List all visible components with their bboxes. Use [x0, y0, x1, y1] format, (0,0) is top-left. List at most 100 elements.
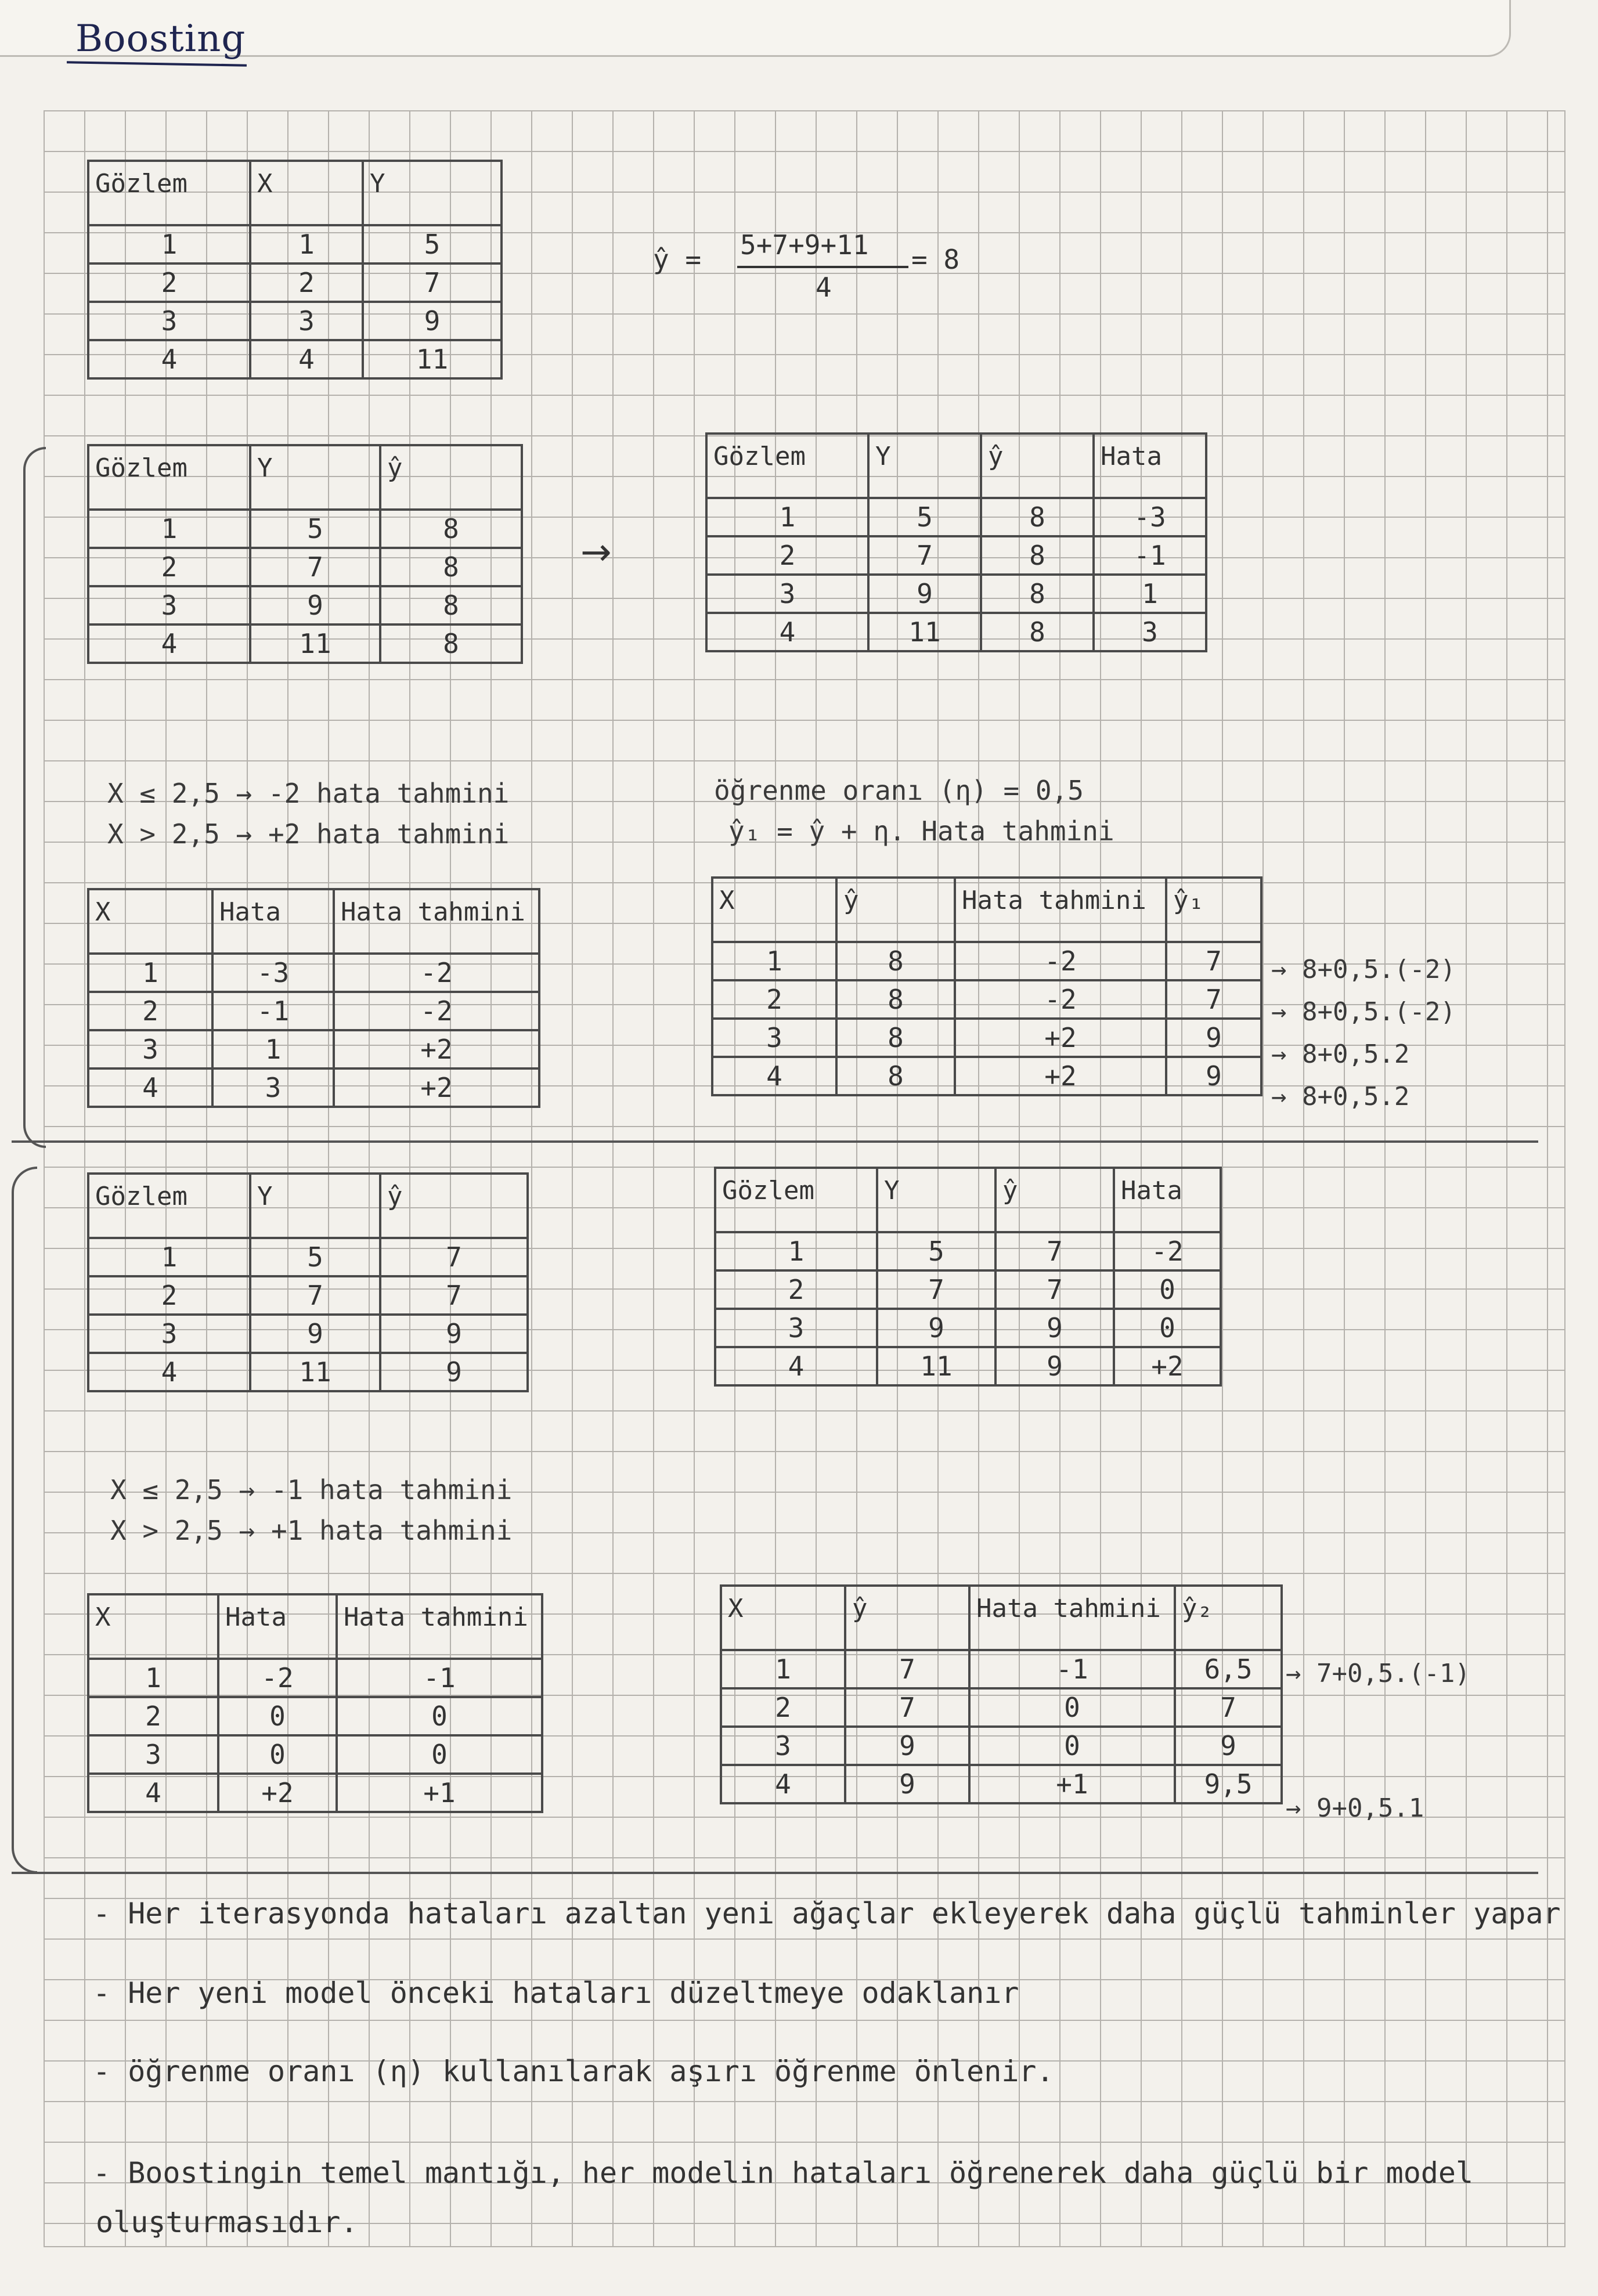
- cell: 9: [994, 1308, 1115, 1348]
- cell: 2: [87, 262, 251, 303]
- cell: 11: [249, 623, 381, 664]
- cell: 2: [249, 262, 364, 303]
- cell: 9: [379, 1313, 529, 1354]
- formula-numerator: 5+7+9+11: [740, 229, 869, 261]
- cell: 7: [249, 1275, 381, 1316]
- cell: 4: [711, 1056, 838, 1096]
- cell: 8: [980, 573, 1095, 614]
- cell: -2: [954, 979, 1167, 1020]
- calculation-line: → 8+0,5.2: [1271, 1039, 1410, 1069]
- cell: 4: [714, 1346, 878, 1387]
- header-cell: Y: [249, 1172, 381, 1239]
- header-cell: X: [720, 1584, 846, 1651]
- cell: 8: [835, 1056, 956, 1096]
- cell: 3: [211, 1067, 335, 1108]
- cell: 1: [211, 1029, 335, 1070]
- cell: 7: [994, 1231, 1115, 1272]
- cell: 0: [1113, 1308, 1222, 1348]
- header-cell: Hata: [217, 1593, 338, 1660]
- summary-bullet: - Her iterasyonda hataları azaltan yeni …: [93, 1897, 1561, 1930]
- cell: -2: [333, 991, 540, 1031]
- iteration-1-brace: [23, 447, 46, 1148]
- calculation-line: → 7+0,5.(-1): [1286, 1659, 1470, 1688]
- cell: 8: [835, 979, 956, 1020]
- cell: 9: [844, 1764, 971, 1804]
- cell: 5: [876, 1231, 997, 1272]
- cell: 8: [835, 1017, 956, 1058]
- header-cell: Y: [867, 432, 982, 499]
- cell: 1: [87, 508, 251, 549]
- formula-fraction-line: [737, 266, 908, 268]
- cell: 4: [249, 339, 364, 380]
- calculation-line: → 9+0,5.1: [1286, 1793, 1424, 1823]
- cell: 0: [968, 1687, 1176, 1728]
- cell: 1: [711, 941, 838, 981]
- cell: 11: [249, 1352, 381, 1392]
- cell: 1: [87, 224, 251, 265]
- header-cell: Hata: [1092, 432, 1207, 499]
- cell: +2: [954, 1056, 1167, 1096]
- table-header-row: Gözlem X Y: [87, 160, 503, 226]
- header-cell: X: [711, 876, 838, 943]
- table-header-row: X Hata Hata tahmini: [87, 888, 540, 955]
- header-cell: ŷ: [835, 876, 956, 943]
- cell: 5: [249, 1237, 381, 1277]
- cell: 1: [1092, 573, 1207, 614]
- header-cell: Gözlem: [87, 444, 251, 511]
- cell: 9: [379, 1352, 529, 1392]
- header-cell: Gözlem: [87, 1172, 251, 1239]
- header-cell: ŷ: [980, 432, 1095, 499]
- cell: 6,5: [1174, 1649, 1283, 1689]
- header-cell: Hata tahmini: [333, 888, 540, 955]
- cell: 3: [711, 1017, 838, 1058]
- header-cell: Y: [362, 160, 503, 226]
- cell: 11: [876, 1346, 997, 1387]
- calculation-line: → 8+0,5.(-2): [1271, 997, 1456, 1027]
- cell: -2: [1113, 1231, 1222, 1272]
- cell: 3: [1092, 612, 1207, 652]
- cell: 3: [249, 301, 364, 341]
- cell: 3: [87, 301, 251, 341]
- cell: 1: [714, 1231, 878, 1272]
- header-cell: Hata tahmini: [336, 1593, 543, 1660]
- cell: 8: [980, 535, 1095, 576]
- table-row: 1-3-2: [87, 952, 540, 993]
- iteration-2-brace: [12, 1167, 37, 1873]
- cell: 9: [867, 573, 982, 614]
- cell: 2: [87, 1696, 219, 1737]
- cell: 4: [87, 1067, 214, 1108]
- cell: 9: [1174, 1725, 1283, 1766]
- cell: +1: [968, 1764, 1176, 1804]
- cell: 8: [379, 547, 523, 587]
- header-cell: ŷ: [379, 1172, 529, 1239]
- cell: 0: [217, 1734, 338, 1775]
- cell: 7: [1174, 1687, 1283, 1728]
- summary-bullet: - Boostingin temel mantığı, her modelin …: [93, 2156, 1474, 2190]
- cell: 4: [705, 612, 870, 652]
- rule-line: X ≤ 2,5 → -1 hata tahmini: [110, 1474, 513, 1506]
- cell: -3: [1092, 497, 1207, 537]
- cell: 9: [844, 1725, 971, 1766]
- table-header-row: X ŷ Hata tahmini ŷ₂: [720, 1584, 1283, 1651]
- cell: 8: [379, 585, 523, 626]
- cell: 7: [844, 1649, 971, 1689]
- header-cell: Y: [876, 1167, 997, 1233]
